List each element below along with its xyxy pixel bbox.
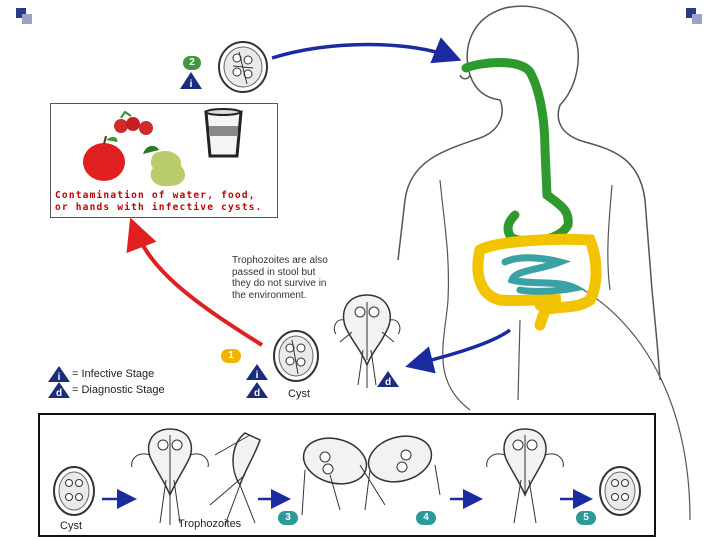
dividing-trophozoites-icon bbox=[301, 435, 441, 516]
caption-line-1: Contamination of water, food, bbox=[55, 190, 256, 201]
note-line-1: Trophozoites are also bbox=[232, 255, 328, 266]
pear-icon bbox=[143, 145, 185, 187]
ingestion-arrow bbox=[271, 37, 462, 64]
trophozoite-middle-icon bbox=[333, 294, 401, 388]
small-intestine bbox=[501, 254, 586, 295]
step-3-badge: 3 bbox=[278, 511, 298, 525]
note-line-2: passed in stool but bbox=[232, 266, 316, 278]
infective-triangle-icon: i bbox=[180, 72, 202, 90]
legend-infective-icon: i bbox=[48, 366, 70, 382]
svg-text:i: i bbox=[58, 372, 61, 382]
development-sequence bbox=[53, 428, 641, 526]
svg-text:d: d bbox=[254, 388, 260, 398]
note-line-4: the environment. bbox=[232, 289, 307, 301]
trophozoite-note: Trophozoites are also passed in stool bu… bbox=[232, 255, 382, 301]
cyst-end-icon bbox=[599, 466, 641, 516]
cyst-top-icon bbox=[218, 41, 268, 93]
infective-triangle-mid-icon: i bbox=[246, 364, 268, 380]
legend-diagnostic-icon: d bbox=[48, 382, 70, 398]
svg-text:d: d bbox=[385, 377, 391, 387]
development-panel: Cyst Trophozoites 3 4 5 bbox=[38, 413, 656, 537]
caption-line-2: or hands with infective cysts. bbox=[55, 202, 263, 213]
step-2-badge: 2 bbox=[183, 56, 201, 70]
trophozoite-icon-2 bbox=[486, 428, 564, 524]
contamination-arrow bbox=[126, 217, 264, 347]
cyst-start-icon bbox=[53, 466, 95, 516]
cyst-label-middle: Cyst bbox=[288, 388, 310, 400]
step-4-badge: 4 bbox=[416, 511, 436, 525]
colon bbox=[472, 233, 602, 331]
contamination-box: Contamination of water, food, or hands w… bbox=[50, 103, 278, 218]
raspberry-icon bbox=[114, 110, 153, 135]
water-glass-icon bbox=[204, 108, 243, 158]
step-5-badge: 5 bbox=[576, 511, 596, 525]
svg-text:i: i bbox=[190, 79, 193, 90]
svg-text:d: d bbox=[56, 388, 62, 398]
excretion-arrow bbox=[405, 328, 512, 374]
note-line-3: they do not survive in bbox=[232, 278, 327, 289]
step-1-badge: 1 bbox=[221, 349, 241, 363]
legend-diagnostic-label: = Diagnostic Stage bbox=[72, 384, 165, 396]
cyst-label-bottom: Cyst bbox=[60, 520, 82, 532]
food-illustration bbox=[83, 108, 243, 187]
trophozoite-side-icon bbox=[209, 432, 261, 526]
cyst-middle-icon bbox=[273, 330, 319, 382]
diagnostic-triangle-mid-icon: d bbox=[246, 382, 268, 398]
svg-text:i: i bbox=[256, 370, 259, 380]
corner-ornament-tl bbox=[16, 8, 32, 24]
legend-infective-label: = Infective Stage bbox=[72, 368, 155, 380]
trophozoite-icon-1 bbox=[131, 428, 209, 525]
corner-ornament-tr bbox=[686, 8, 702, 24]
diagnostic-triangle-right-icon: d bbox=[377, 371, 399, 387]
apple-icon bbox=[83, 135, 125, 181]
trophozoites-label: Trophozoites bbox=[178, 518, 242, 530]
contamination-caption: Contamination of water, food, or hands w… bbox=[55, 190, 263, 214]
